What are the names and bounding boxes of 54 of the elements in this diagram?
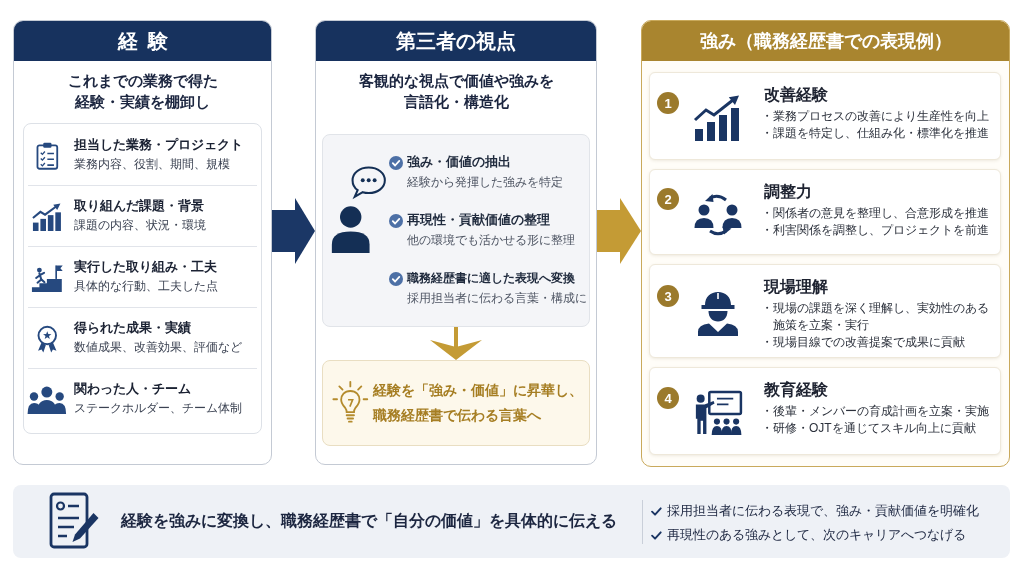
card-title: 調整力: [764, 182, 812, 202]
check-item-title: 強み・価値の抽出: [407, 153, 511, 171]
bullet-text: ・現場目線での改善提案で成果に貢献: [761, 334, 966, 351]
banner-point: 再現性のある強みとして、次のキャリアへつなげる: [667, 526, 966, 544]
number-badge: 3: [657, 285, 679, 307]
check-item-title: 再現性・貢献価値の整理: [407, 211, 550, 229]
strength-card: [649, 169, 1001, 255]
bullet-text: ・後輩・メンバーの育成計画を立案・実施: [761, 403, 990, 420]
item-title: 関わった人・チーム: [74, 380, 191, 398]
item-text: 具体的な行動、工夫した点: [74, 278, 218, 294]
panel-header: 強み（職務経歴書での表現例）: [642, 21, 1009, 61]
note-text: 経験を「強み・価値」に昇華し、職務経歴書で伝わる言葉へ: [373, 381, 584, 425]
bullet-text: ・現場の課題を深く理解し、実効性のある施策を立案・実行: [761, 300, 990, 334]
check-item-text: 経験から発揮した強みを特定: [407, 175, 563, 190]
item-text: 数値成果、改善効果、評価など: [74, 339, 242, 355]
strength-card: [649, 367, 1001, 455]
bullet-text: ・業務プロセスの改善により生産性を向上: [761, 108, 990, 125]
number-badge: 1: [657, 92, 679, 114]
summary-banner: [13, 485, 1010, 558]
panel-card: [641, 20, 1010, 467]
panel-card: [315, 20, 597, 465]
strength-card: [649, 264, 1001, 358]
bullet-text: ・利害関係を調整し、プロジェクトを前進: [761, 222, 990, 239]
card-title: 現場理解: [764, 277, 828, 297]
check-item-title: 職務経歴書に適した表現へ変換: [407, 270, 575, 287]
card-title: 教育経験: [764, 380, 828, 400]
banner-point: 採用担当者に伝わる表現で、強み・貢献価値を明確化: [667, 502, 979, 520]
panel-subtitle: これまでの業務で得た経験・実績を棚卸し: [66, 71, 219, 112]
check-item-text: 他の環境でも活かせる形に整理: [407, 233, 575, 248]
info-panel: [322, 134, 590, 327]
item-title: 担当した業務・プロジェクト: [74, 136, 243, 154]
bullet-text: ・研修・OJTを通じてスキル向上に貢献: [761, 420, 977, 437]
item-text: 業務内容、役割、期間、規模: [74, 156, 230, 172]
check-item-text: 採用担当者に伝わる言葉・構成に: [407, 291, 587, 306]
card-title: 改善経験: [764, 85, 828, 105]
number-badge: 2: [657, 188, 679, 210]
block-arrow: [272, 198, 315, 264]
item-title: 得られた成果・実績: [74, 319, 191, 337]
note-panel: [322, 360, 590, 446]
bullet-text: ・課題を特定し、仕組み化・標準化を推進: [761, 125, 990, 142]
panel-header: 経験: [14, 21, 271, 61]
bullet-text: ・関係者の意見を整理し、合意形成を推進: [761, 205, 990, 222]
item-title: 取り組んだ課題・背景: [74, 197, 204, 215]
number-badge: 4: [657, 387, 679, 409]
panel-header: 第三者の視点: [316, 21, 596, 61]
item-text: 課題の内容、状況・環境: [74, 217, 206, 233]
chevron-arrow: [430, 327, 482, 360]
panel-subtitle: 客観的な視点で価値や強みを言語化・構造化: [357, 71, 555, 112]
item-text: ステークホルダー、チーム体制: [74, 400, 242, 416]
item-title: 実行した取り組み・工夫: [74, 258, 217, 276]
block-arrow: [597, 198, 641, 264]
banner-text: 経験を強みに変換し、職務経歴書で「自分の価値」を具体的に伝える: [121, 511, 617, 531]
strength-card: [649, 72, 1001, 160]
panel-card: [13, 20, 272, 465]
